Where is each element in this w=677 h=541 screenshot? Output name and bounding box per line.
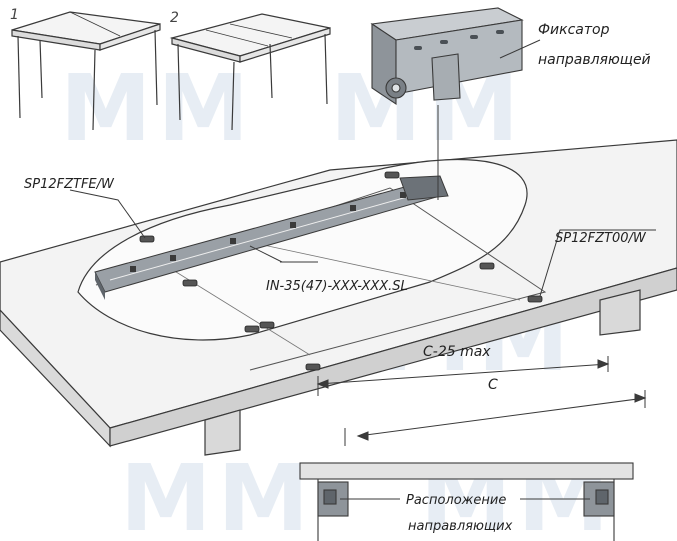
location-label-line2: направляющих <box>408 519 513 534</box>
step-1-number: 1 <box>10 7 19 23</box>
part-label-sp12fztfe: SP12FZTFE/W <box>24 177 115 192</box>
fixator-label-line1: Фиксатор <box>538 22 610 38</box>
fixator-label-line2: направляющей <box>538 52 651 68</box>
fixator-detail <box>370 7 524 106</box>
fixator-pins <box>139 171 543 371</box>
dimension-c-minus-25: С-25 max <box>423 344 491 360</box>
main-table <box>0 139 677 456</box>
fixator-label-leader <box>499 39 541 59</box>
step-2-number: 2 <box>170 10 179 26</box>
svg-text:MM: MM <box>420 445 615 541</box>
location-label-line1: Расположение <box>406 493 506 508</box>
svg-text:MM: MM <box>120 445 315 541</box>
label-leaders <box>69 189 656 297</box>
part-label-guide: IN-35(47)-XXX-XXX.SL <box>266 279 408 294</box>
guide-rail <box>94 175 449 300</box>
table-extended-illustration <box>169 13 331 131</box>
cross-section <box>299 462 634 541</box>
table-closed-illustration <box>11 11 161 131</box>
dimension-lines <box>316 356 647 446</box>
part-label-sp12fzt00: SP12FZT00/W <box>555 231 647 246</box>
svg-text:MM: MM <box>60 55 255 162</box>
dimension-c: С <box>488 377 498 393</box>
